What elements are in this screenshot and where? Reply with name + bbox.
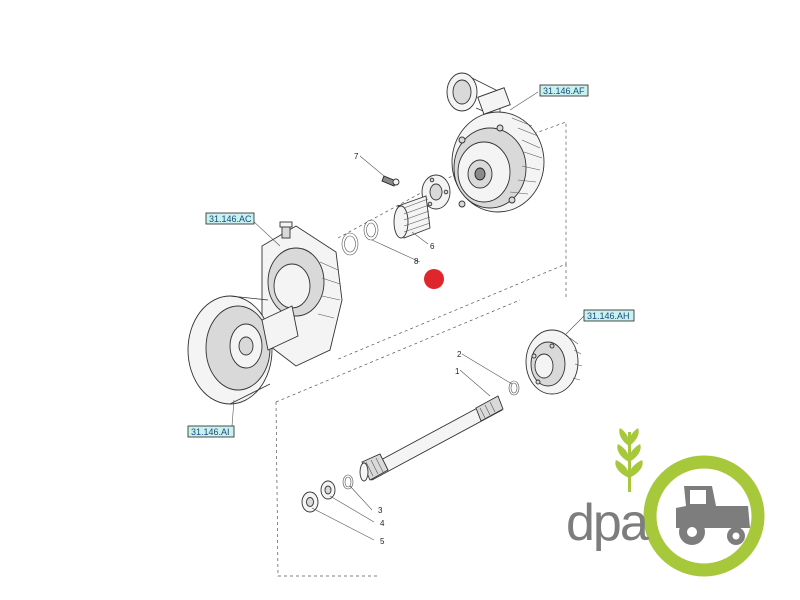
- ref-tag-ah[interactable]: 31.146.AH: [583, 309, 635, 322]
- gearbox-assembly-ac: [187, 221, 343, 405]
- long-shaft: [359, 395, 504, 482]
- ref-tag-ai[interactable]: 31.146.AI: [187, 425, 235, 438]
- part-number-3: 3: [378, 506, 383, 515]
- ref-label-ac: 31.146.AC: [209, 214, 252, 224]
- part-number-6: 6: [430, 242, 435, 251]
- part-numbers: 7 6 8 2 1 3 4 5: [354, 152, 462, 546]
- highlight-marker[interactable]: [424, 269, 444, 289]
- leader-lines: [231, 91, 585, 541]
- tractor-icon: [676, 486, 750, 545]
- wheat-icon: [615, 428, 643, 492]
- part-number-8: 8: [414, 257, 419, 266]
- hub-assembly-ah: [508, 329, 583, 396]
- gearbox-assembly-af: [446, 72, 545, 213]
- part-number-2: 2: [457, 350, 462, 359]
- logo-ring: [643, 455, 765, 577]
- part-number-1: 1: [455, 367, 460, 376]
- ref-label-af: 31.146.AF: [543, 86, 585, 96]
- part-number-4: 4: [380, 519, 385, 528]
- logo-text: dpa: [566, 494, 649, 552]
- dpa-logo: dpa: [566, 428, 765, 577]
- coupling-parts: [341, 174, 451, 256]
- ref-label-ah: 31.146.AH: [587, 311, 630, 321]
- part-number-7: 7: [354, 152, 359, 161]
- ref-tag-ac[interactable]: 31.146.AC: [205, 212, 255, 225]
- part-number-5: 5: [380, 537, 385, 546]
- ref-tag-af[interactable]: 31.146.AF: [539, 84, 589, 97]
- washers: [301, 474, 354, 513]
- ref-label-ai: 31.146.AI: [191, 427, 230, 437]
